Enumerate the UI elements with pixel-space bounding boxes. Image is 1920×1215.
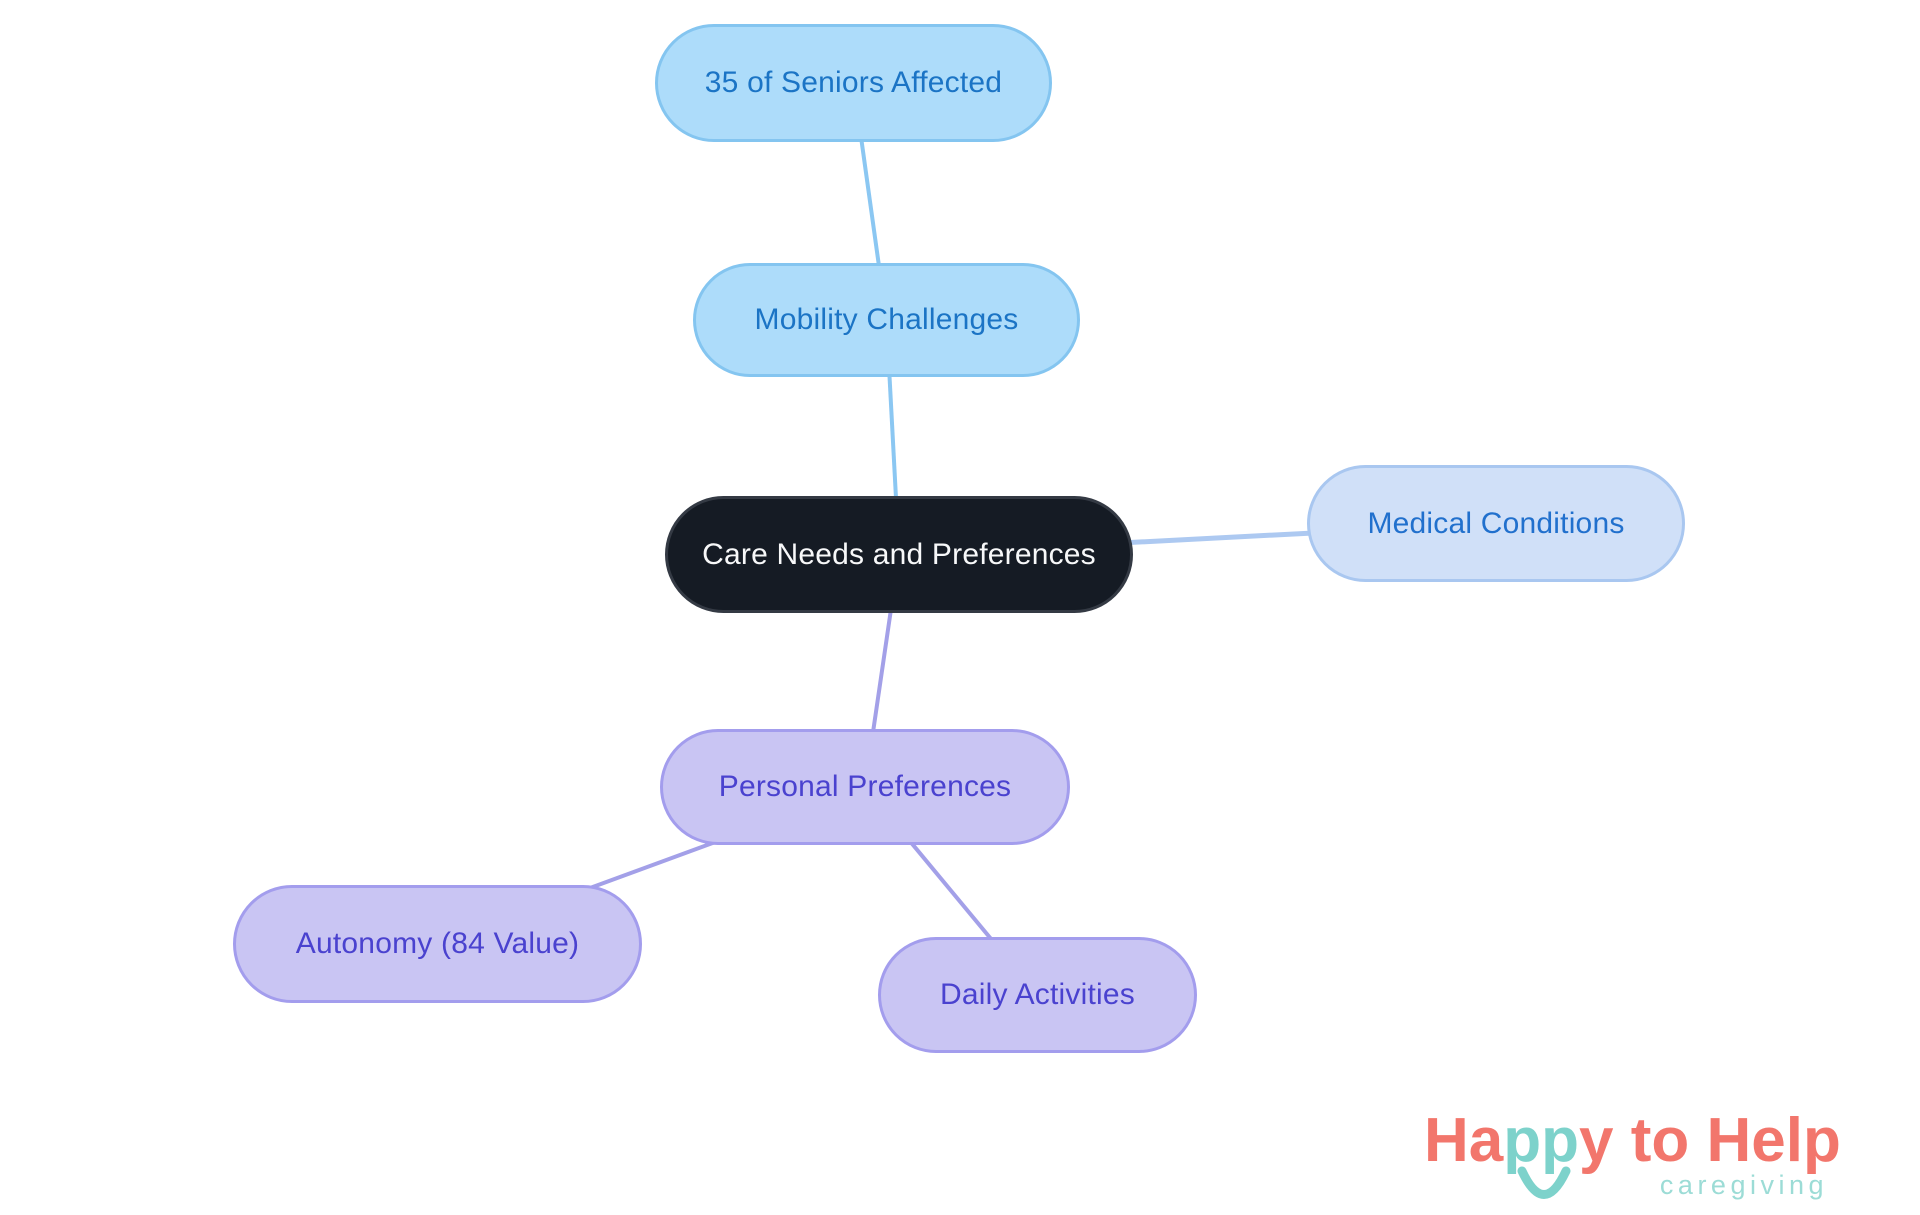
logo-text-rest: y to Help <box>1579 1106 1841 1175</box>
node-seniors-affected: 35 of Seniors Affected <box>655 24 1052 142</box>
node-label: Personal Preferences <box>718 770 1012 803</box>
node-care-needs: Care Needs and Preferences <box>665 496 1133 613</box>
node-label: Medical Conditions <box>1367 506 1625 540</box>
node-autonomy: Autonomy (84 Value) <box>233 885 642 1003</box>
node-label: 35 of Seniors Affected <box>704 66 1003 99</box>
node-label: Autonomy (84 Value) <box>295 927 580 960</box>
node-medical-conditions: Medical Conditions <box>1307 465 1685 582</box>
logo-text-pp: pp <box>1503 1106 1580 1175</box>
node-personal-preferences: Personal Preferences <box>660 729 1070 845</box>
brand-logo: Happy to Help caregiving <box>1424 1110 1876 1210</box>
logo-wordmark: Happy to Help <box>1424 1110 1841 1172</box>
logo-tagline: caregiving <box>1659 1170 1828 1200</box>
node-label: Care Needs and Preferences <box>702 537 1096 571</box>
node-label: Mobility Challenges <box>754 303 1019 336</box>
node-mobility-challenges: Mobility Challenges <box>693 263 1080 377</box>
node-label: Daily Activities <box>940 978 1135 1011</box>
smile-icon <box>1517 1166 1571 1199</box>
node-daily-activities: Daily Activities <box>878 937 1197 1053</box>
logo-text-ha: Ha <box>1424 1106 1504 1175</box>
